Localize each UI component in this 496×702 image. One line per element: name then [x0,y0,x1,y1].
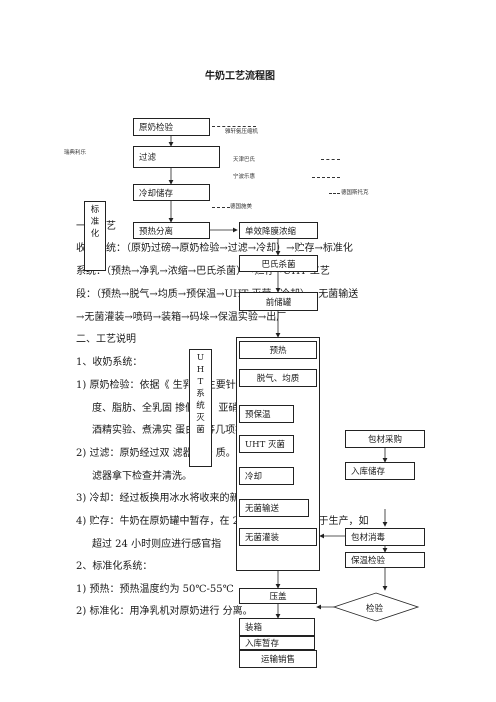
dash-line [212,126,256,127]
flow-box-aseptic-filling: 无菌灌装 [239,528,317,546]
annotation-tetrapak: 瑞典利乐 [64,150,87,156]
body-line: 1) 原奶检验：依据《 生乳》 主要针对感官、酸 [76,380,286,391]
dash-line [321,159,340,160]
flow-box-front-tank: 前储罐 [239,292,318,311]
annotation-schmidt: 德国施美 [230,204,253,210]
body-line: 3) 冷却：经过板换用冰水将收来的新鲜生乳降温到 1 [76,493,309,504]
body-line: 2) 标准化：用净乳机对原奶进行 分离。 [76,606,253,617]
flow-box-filter: 过滤 [133,146,220,168]
flow-box-cool: 冷却 [239,467,294,485]
flow-box-warehouse-temp: 入库暂存 [239,636,315,650]
flow-box-raw-milk-check: 原奶检验 [133,118,210,136]
flow-box-preheat: 预热 [239,341,317,359]
body-line: 系统：（预热→净乳→浓缩→巴氏杀菌）→贮存→UHT 工艺 [76,266,330,277]
body-line: →无菌灌装→喷码→装箱→码垛→保温实验→出厂 [76,312,287,323]
flow-box-capping: 压盖 [239,588,317,604]
flow-box-cold-storage: 冷却储存 [133,184,210,201]
flow-box-packaging-disinfect: 包材消毒 [345,528,425,546]
dash-line [312,177,340,178]
body-line: 滤器拿下检查并清洗。 [92,471,192,482]
page-title: 牛奶工艺流程图 [205,71,275,82]
body-line: 1) 预热：预热温度约为 50℃-55℃ [76,584,234,595]
flow-box-holding-test: 保温检验 [345,552,425,568]
flow-box-boxing: 装箱 [239,618,315,636]
body-line: 超过 24 小时则应进行感官指 [92,539,222,550]
body-line: 收奶系统：（原奶过磅→原奶检验→过滤→冷却）→贮存→标准化 [76,243,353,254]
dash-line [212,207,230,208]
flow-box-packaging-purchase: 包材采购 [345,430,425,448]
flow-box-evaporation: 单效降膜浓缩 [239,222,318,239]
dash-line [329,193,340,194]
annotation-tianjin: 天津巴氏 [233,157,256,163]
annotation-stork: 德国斯托克 [341,190,369,196]
flow-box-pasteurization: 巴氏杀菌 [239,255,318,272]
subsection-heading: 1、收奶系统： [76,357,143,368]
flow-box-uht-sterilize: UHT 灭菌 [239,435,294,453]
flow-box-degas-homogenize: 脱气、均质 [239,369,317,387]
flow-box-standardization: 标准化 [84,201,106,271]
annotation-ningbo: 宁波乐惠 [233,174,256,180]
flow-box-storage-in: 入库储存 [345,462,415,480]
body-line: 段：（预热→脱气→均质→预保温→UHT 灭菌→冷却）→无菌输送 [76,289,359,300]
section-heading-description: 二、工艺说明 [76,334,136,345]
body-line: 度、脂肪、全乳固 掺假 盐、亚硝酸盐）、 [92,403,274,414]
flow-box-pre-holding: 预保温 [239,405,294,423]
flow-decision-inspection: 检验 [366,604,384,614]
subsection-heading: 2、标准化系统： [76,561,153,572]
flow-box-preheat-separation: 预热分离 [133,222,210,239]
annotation-ammonia-compressor: 雅轩氨压缩机 [225,129,259,135]
body-line: 4) 贮存：牛奶在原奶罐中暂存，在 24 小时内应尽早用于生产，如 [76,516,369,527]
flow-box-aseptic-transfer: 无菌输送 [239,499,309,517]
flow-box-transport-sales: 运输销售 [239,650,317,668]
